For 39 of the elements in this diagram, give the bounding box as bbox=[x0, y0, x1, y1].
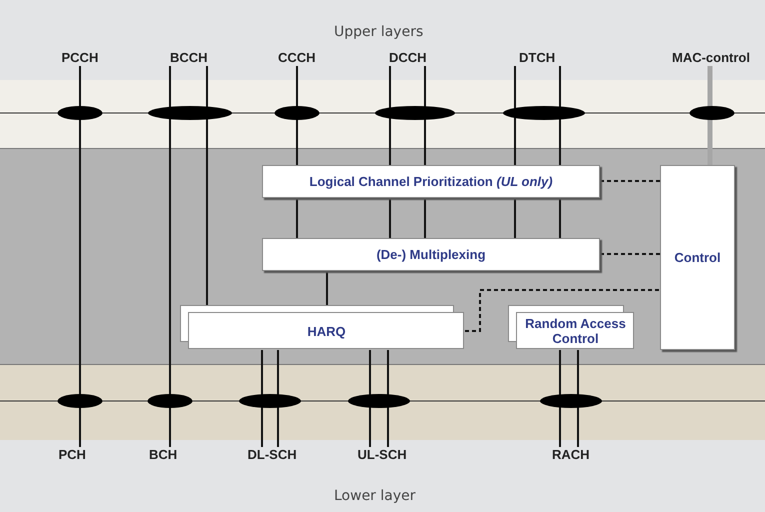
channel-label: MAC-control bbox=[672, 50, 750, 66]
connector-line bbox=[389, 66, 391, 165]
connector-line bbox=[169, 66, 171, 447]
process-box: Control bbox=[660, 165, 735, 350]
connector-line bbox=[559, 350, 561, 447]
dashed-connector bbox=[600, 253, 660, 255]
process-box: Logical Channel Prioritization (UL only) bbox=[262, 165, 600, 198]
channel-label: BCH bbox=[149, 447, 178, 463]
connector-line bbox=[296, 198, 298, 238]
connector-line bbox=[514, 66, 516, 165]
connector-line bbox=[277, 350, 279, 447]
connector-line bbox=[206, 66, 208, 305]
connector-line bbox=[296, 66, 298, 165]
channel-label: DL-SCH bbox=[248, 447, 297, 463]
channel-label: RACH bbox=[552, 447, 590, 463]
channel-label: UL-SCH bbox=[358, 447, 407, 463]
connector-line bbox=[559, 66, 561, 165]
process-box: (De-) Multiplexing bbox=[262, 238, 600, 271]
connector-line bbox=[261, 350, 263, 447]
channel-label: CCCH bbox=[278, 50, 316, 66]
connector-line bbox=[387, 350, 389, 447]
channel-label: PCH bbox=[58, 447, 86, 463]
layer-title: Lower layer bbox=[334, 488, 416, 504]
connector-line bbox=[424, 66, 426, 165]
connector-line bbox=[708, 66, 712, 165]
dashed-connector bbox=[465, 289, 660, 332]
dashed-connector bbox=[600, 180, 660, 182]
connector-line bbox=[424, 198, 426, 238]
connector-line bbox=[514, 198, 516, 238]
connector-line bbox=[326, 271, 328, 305]
connector-line bbox=[559, 198, 561, 238]
connector-line bbox=[369, 350, 371, 447]
channel-label: DCCH bbox=[389, 50, 427, 66]
channel-label: DTCH bbox=[519, 50, 556, 66]
connector-line bbox=[389, 198, 391, 238]
layer-title: Upper layers bbox=[334, 24, 424, 40]
connector-line bbox=[79, 66, 81, 447]
channel-label: PCCH bbox=[62, 50, 98, 66]
channel-label: BCCH bbox=[170, 50, 208, 66]
